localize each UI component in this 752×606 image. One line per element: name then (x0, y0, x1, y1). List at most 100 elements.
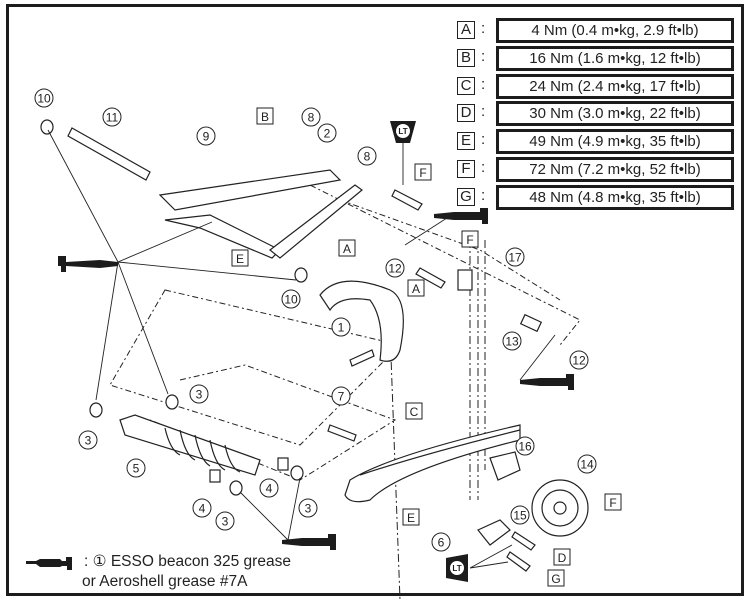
separator: : (481, 103, 486, 121)
torque-value: 48 Nm (4.8 m•kg, 35 ft•lb) (496, 184, 734, 210)
grease-gun-icon (282, 534, 336, 550)
callout-letter: A (412, 282, 420, 296)
swing-arm-part (158, 169, 342, 211)
callout-box (405, 402, 423, 420)
callout-number: 17 (508, 251, 522, 265)
torque-value: 24 Nm (2.4 m•kg, 17 ft•lb) (496, 73, 734, 99)
callout-number: 16 (518, 440, 532, 454)
grease-gun-icon (26, 557, 72, 570)
torque-key: D (457, 104, 475, 123)
pointer-line (239, 477, 301, 541)
separator: : (481, 158, 486, 176)
callout-circle (331, 386, 351, 406)
thread-locker-label: LT (398, 127, 407, 136)
callout-circle (259, 478, 279, 498)
swing-arm-part (269, 184, 363, 259)
callout-letter: A (343, 242, 351, 256)
part-callout-6: 6 (431, 532, 451, 552)
callout-circle (126, 458, 146, 478)
legend-text-line-2: or Aeroshell grease #7A (82, 573, 248, 590)
collar-part (294, 267, 308, 283)
callout-number: 12 (388, 262, 402, 276)
shock-spring-coils (164, 427, 241, 473)
callout-letter: F (419, 166, 426, 180)
dashed-line (109, 289, 401, 446)
bracket-part (319, 280, 404, 362)
dashed-line (199, 179, 581, 346)
callout-letter: G (551, 572, 560, 586)
callout-number: 2 (324, 127, 331, 141)
collar-part (209, 469, 221, 483)
callout-box (407, 279, 425, 297)
part-callout-3: 3 (298, 498, 318, 518)
callout-letter: B (261, 110, 269, 124)
callout-box (414, 163, 432, 181)
part-callout-11: 11 (102, 107, 122, 127)
torque-callout-f: F (604, 493, 622, 511)
callout-number: 12 (572, 354, 586, 368)
part-callout-4: 4 (259, 478, 279, 498)
torque-callout-f: F (461, 230, 479, 248)
stopper-part (477, 519, 511, 546)
part-callout-3: 3 (78, 430, 98, 450)
callout-circle (505, 247, 525, 267)
torque-row-d: D : 30 Nm (3.0 m•kg, 22 ft•lb) (454, 101, 734, 127)
grease-gun-icon (434, 208, 488, 224)
torque-callout-a: A (338, 239, 356, 257)
callout-box (231, 249, 249, 267)
torque-value: 72 Nm (7.2 m•kg, 52 ft•lb) (496, 156, 734, 182)
part-callout-10: 10 (34, 88, 54, 108)
callout-number: 11 (106, 111, 119, 125)
callout-number: 6 (438, 536, 445, 550)
callout-circle (577, 454, 597, 474)
torque-row-c: C : 24 Nm (2.4 m•kg, 17 ft•lb) (454, 73, 734, 99)
part-callout-4: 4 (192, 498, 212, 518)
part-callout-12: 12 (569, 350, 589, 370)
collar-part (277, 457, 289, 471)
shaft-part (67, 127, 151, 181)
callout-number: 8 (308, 111, 315, 125)
callout-box (547, 569, 565, 587)
torque-value: 49 Nm (4.9 m•kg, 35 ft•lb) (496, 129, 734, 155)
callout-circle (215, 511, 235, 531)
part-callout-8: 8 (301, 107, 321, 127)
part-callout-7: 7 (331, 386, 351, 406)
shock-absorber-part (119, 414, 261, 476)
dashed-line (339, 199, 561, 301)
part-callout-2: 2 (317, 123, 337, 143)
torque-key: C (457, 76, 475, 95)
torque-key: F (457, 159, 475, 178)
part-callout-3: 3 (189, 384, 209, 404)
callout-circle (331, 317, 351, 337)
diagram-frame (6, 4, 744, 596)
callout-letter: F (609, 496, 616, 510)
callout-circle (431, 532, 451, 552)
pointer-line (404, 215, 451, 246)
callout-number: 14 (580, 458, 594, 472)
callout-number: 3 (305, 502, 312, 516)
part-callout-17: 17 (505, 247, 525, 267)
callout-number: 1 (338, 321, 345, 335)
torque-value: 4 Nm (0.4 m•kg, 2.9 ft•lb) (496, 18, 734, 43)
swing-arm-part (164, 214, 282, 259)
part-callout-5: 5 (126, 458, 146, 478)
bolt-part (415, 267, 446, 289)
callout-circle (196, 126, 216, 146)
part-callout-12: 12 (385, 258, 405, 278)
part-callout-10: 10 (281, 289, 301, 309)
callout-circle (78, 430, 98, 450)
legend-line-1: : ① ESSO beacon 325 grease (26, 552, 291, 572)
torque-row-e: E : 49 Nm (4.9 m•kg, 35 ft•lb) (454, 129, 734, 155)
torque-callout-e: E (402, 508, 420, 526)
bushing-part (89, 402, 103, 418)
part-callout-9: 9 (196, 126, 216, 146)
callout-circle (192, 498, 212, 518)
callout-circle (301, 107, 321, 127)
callout-letter: D (558, 551, 567, 565)
idler-wheel-hub (553, 501, 567, 515)
callout-number: 8 (364, 150, 371, 164)
torque-key: B (457, 48, 475, 67)
torque-value: 16 Nm (1.6 m•kg, 12 ft•lb) (496, 45, 734, 71)
